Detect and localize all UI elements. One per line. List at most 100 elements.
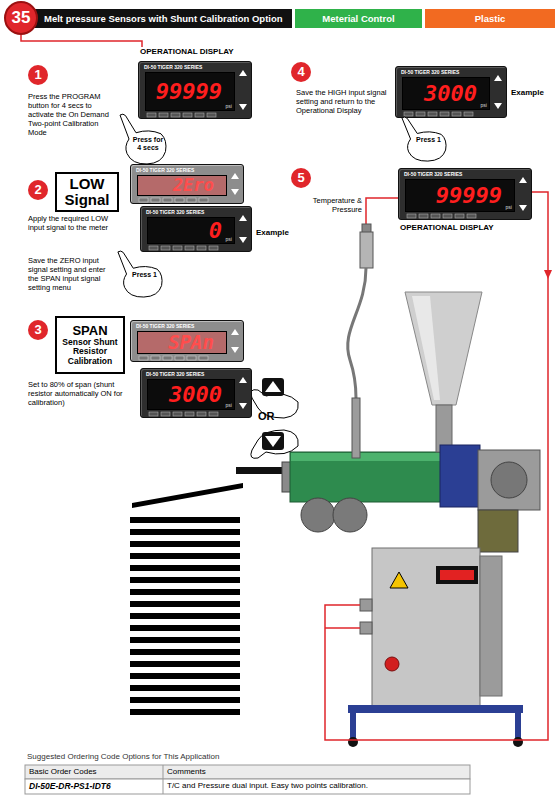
stripe	[130, 541, 240, 547]
stripe	[130, 649, 240, 655]
up-arrow-button	[239, 377, 247, 383]
front-key	[161, 246, 170, 250]
warning-sign	[390, 572, 408, 588]
meter-display: 3000psiDI-50 TIGER 320 SERIES	[140, 368, 252, 418]
lcd-window: 99999psi	[145, 72, 235, 111]
annotation-text: DI-50E-DR-PS1-IDT6	[29, 781, 159, 791]
lcd-digits: 3000	[403, 78, 489, 109]
sensor-cable	[348, 268, 366, 398]
step-digit: 5	[297, 171, 304, 185]
heater-band	[301, 498, 335, 532]
header-band: Plastic	[425, 9, 555, 28]
header-text: Melt pressure Sensors with Shunt Calibra…	[44, 13, 283, 24]
unit-label: psi	[226, 402, 232, 408]
stripe	[130, 601, 240, 607]
front-key	[443, 214, 452, 218]
front-key	[175, 198, 184, 202]
step-number: 3	[28, 320, 48, 340]
lcd-digits: 2Ero	[138, 176, 226, 195]
hand-outline	[402, 117, 446, 161]
annotation-text: Example	[511, 88, 555, 98]
cable-connector	[360, 622, 372, 634]
front-key	[151, 356, 160, 360]
signal-wire	[325, 627, 360, 629]
signal-box: SPANSensor Shunt Resistor Calibration	[55, 316, 125, 374]
meter-display: 3000psiDI-50 TIGER 320 SERIES	[395, 66, 507, 118]
box-body: Sensor Shunt Resistor Calibration	[58, 338, 122, 367]
header-text: Plastic	[475, 13, 506, 24]
front-key	[195, 113, 204, 117]
pressing-hand: Press for 4 secs	[118, 113, 168, 165]
meter-display: 99999psiDI-50 TIGER 320 SERIESOPERATIONA…	[398, 168, 532, 234]
front-key	[197, 246, 206, 250]
sensor-probe	[352, 398, 360, 458]
annotation-text: Comments	[167, 767, 467, 777]
order-table	[25, 765, 470, 794]
front-key	[171, 113, 180, 117]
arrow-button	[262, 378, 284, 396]
front-key	[455, 214, 464, 218]
down-arrow-button	[231, 189, 239, 195]
stripe	[130, 697, 240, 703]
down-arrow-button	[519, 205, 527, 211]
lcd-digits: 99999	[406, 180, 514, 211]
display-body: SPAnDI-50 TIGER 320 SERIES	[130, 320, 244, 362]
front-key	[419, 214, 428, 218]
stand-leg	[515, 713, 521, 738]
arrow-button	[262, 432, 284, 450]
annotation-text: Temperature & Pressure	[306, 196, 362, 214]
hand-caption: Press for 4 secs	[132, 136, 164, 151]
model-label: DI-50 TIGER 320 SERIES	[136, 167, 194, 173]
unit-label: psi	[481, 102, 487, 108]
step-number: 2	[28, 180, 48, 200]
model-label: DI-50 TIGER 320 SERIES	[144, 64, 202, 70]
front-key	[209, 412, 218, 416]
annotation-text: Save the HIGH input signal setting and r…	[296, 88, 392, 115]
front-key	[467, 214, 476, 218]
display-body: 3000psiDI-50 TIGER 320 SERIES	[140, 368, 252, 418]
cable-connector	[360, 599, 372, 611]
signal-box: LOW Signal	[55, 172, 119, 212]
display-body: 0psiDI-50 TIGER 320 SERIES	[140, 206, 252, 252]
down-arrow	[265, 436, 281, 447]
annotation-text: T/C and Pressure dual input. Easy two po…	[167, 781, 467, 791]
cabinet-side	[480, 556, 502, 696]
hand-caption: Press 1	[129, 271, 160, 279]
step-number: 4	[291, 62, 311, 82]
annotation-text: Suggested Ordering Code Options for This…	[27, 752, 427, 762]
up-arrow	[265, 381, 281, 392]
lcd-digits: 3000	[148, 380, 234, 409]
front-key	[452, 112, 461, 116]
stripe	[130, 625, 240, 631]
hand-outline	[118, 251, 162, 297]
caster-wheel	[348, 737, 358, 747]
connector-line	[21, 35, 142, 47]
up-arrow-button	[231, 329, 239, 335]
lcd-window: SPAn	[137, 331, 227, 354]
table-column-rule	[163, 765, 164, 794]
stripe	[130, 637, 240, 643]
header-text: Meterial Control	[322, 13, 394, 24]
lcd-window: 3000psi	[402, 77, 490, 110]
annotation-text: Example	[256, 228, 300, 238]
front-key	[464, 112, 473, 116]
stripe	[130, 517, 240, 523]
annotation-text: Press the PROGRAM button for 4 secs to a…	[28, 92, 112, 137]
striped-bars	[130, 483, 243, 715]
hand-outline	[120, 114, 166, 164]
front-key	[199, 356, 208, 360]
down-arrow-button	[239, 403, 247, 409]
page-number-badge: 35	[4, 1, 38, 35]
down-arrow-button	[494, 103, 502, 109]
header-band: Melt pressure Sensors with Shunt Calibra…	[30, 9, 292, 28]
lcd-digits: SPAn	[138, 332, 226, 353]
lcd-window: 99999psi	[405, 179, 515, 212]
front-key	[428, 112, 437, 116]
front-key	[183, 113, 192, 117]
display-body: 99999psiDI-50 TIGER 320 SERIES	[398, 168, 532, 220]
hand-caption: Press 1	[413, 136, 444, 144]
lcd-window: 0psi	[147, 217, 235, 244]
unit-label: psi	[226, 103, 232, 109]
front-key	[147, 113, 156, 117]
front-key	[159, 113, 168, 117]
